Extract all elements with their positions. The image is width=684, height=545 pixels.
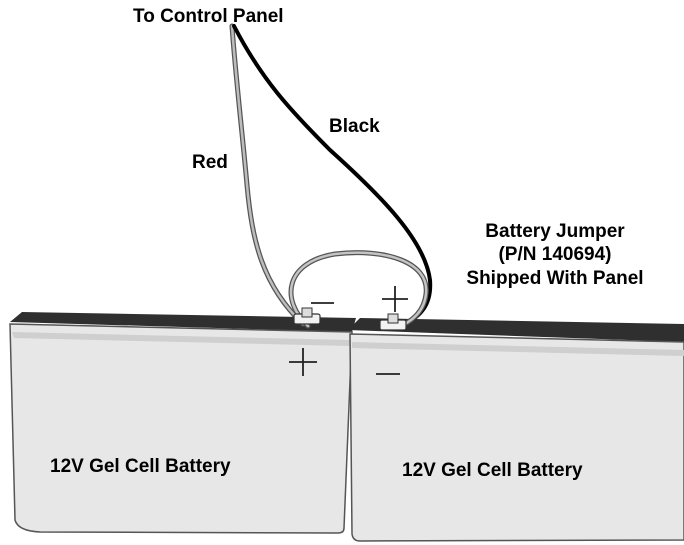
black-wire-label: Black <box>329 116 380 137</box>
to-control-panel-label: To Control Panel <box>133 6 284 27</box>
left-battery-top <box>10 312 356 332</box>
right-battery: 12V Gel Cell Battery <box>348 318 684 542</box>
jumper-label-line3: Shipped With Panel <box>466 268 643 289</box>
right-battery-top <box>348 318 684 342</box>
battery-jumper-core <box>289 251 428 330</box>
left-battery: 12V Gel Cell Battery <box>9 312 356 534</box>
right-battery-terminal <box>379 313 407 331</box>
black-wire <box>232 24 433 328</box>
left-battery-positive-sign <box>289 348 317 376</box>
right-battery-positive-sign <box>382 286 408 312</box>
left-battery-shade <box>12 332 350 346</box>
right-battery-label: 12V Gel Cell Battery <box>402 460 583 481</box>
right-battery-body <box>349 333 684 542</box>
red-wire-core <box>230 24 305 326</box>
left-battery-body <box>9 323 353 534</box>
jumper-label-line2: (P/N 140694) <box>498 244 611 265</box>
battery-jumper-label: Battery Jumper (P/N 140694) Shipped With… <box>466 221 643 289</box>
jumper-label-line1: Battery Jumper <box>485 221 625 242</box>
left-battery-terminal <box>293 307 321 325</box>
right-battery-shade <box>352 342 684 356</box>
left-battery-label: 12V Gel Cell Battery <box>50 456 231 477</box>
red-wire-label: Red <box>192 152 228 173</box>
